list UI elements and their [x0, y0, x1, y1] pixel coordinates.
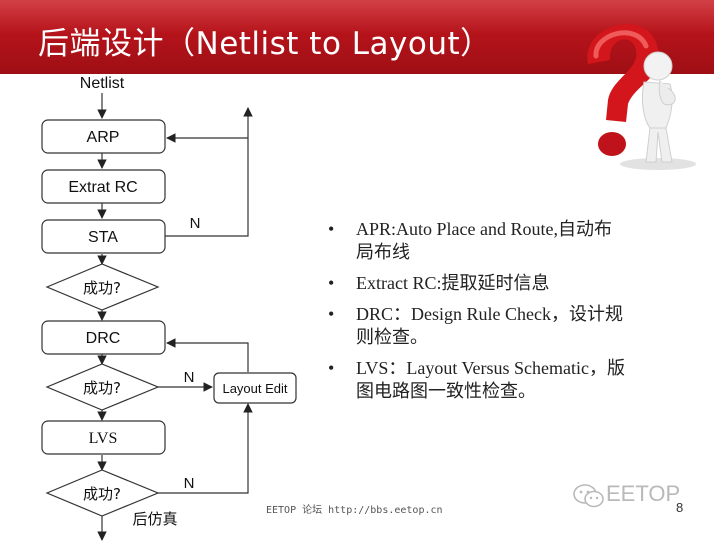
bullet-drc: DRC：Design Rule Check，设计规则检查。: [326, 303, 626, 349]
step-arp-box: [41, 119, 166, 154]
step-sta-label: STA: [88, 229, 118, 246]
decision-3-no-label: N: [184, 475, 195, 492]
title-bar: 后端设计（Netlist to Layout）: [0, 0, 714, 74]
title-bar-shine: [0, 0, 714, 34]
decision-1-diamond: [45, 263, 160, 311]
step-extrat-rc-label: Extrat RC: [68, 179, 137, 196]
output-label: 后仿真: [132, 510, 177, 528]
footer-text: EETOP 论坛 http://bbs.eetop.cn: [266, 505, 443, 516]
step-lvs-box: [41, 420, 166, 455]
decision-2-label: 成功?: [83, 379, 121, 397]
netlist-label: Netlist: [80, 75, 125, 92]
step-arp-label: ARP: [87, 129, 120, 146]
step-drc-label: DRC: [86, 330, 121, 347]
edge-sta-n-loop: [165, 107, 253, 237]
decision-3-diamond: [45, 469, 160, 517]
question-mark-highlight: [593, 30, 649, 59]
bullet-list: APR:Auto Place and Route,自动布局布线 Extract …: [326, 218, 626, 411]
decision-1-label: 成功?: [83, 279, 121, 297]
bullet-lvs: LVS：Layout Versus Schematic，版图电路图一致性检查。: [326, 357, 626, 403]
question-mark-dot: [598, 132, 626, 156]
slide-title: 后端设计（Netlist to Layout）: [38, 26, 492, 62]
thinking-person-question-mark-icon: [587, 24, 696, 170]
edge-layout-edit-loop: [166, 338, 249, 372]
sta-no-label: N: [190, 215, 201, 232]
brand-watermark: EETOP: [606, 481, 681, 506]
wechat-icon: [573, 484, 604, 508]
step-layout-edit-label: Layout Edit: [222, 381, 287, 396]
page-number: 8: [676, 500, 684, 515]
bullet-extract-rc: Extract RC:提取延时信息: [326, 272, 626, 295]
step-layout-edit-box: [213, 372, 297, 404]
mascot-head: [643, 51, 673, 81]
step-extrat-rc-box: [41, 169, 166, 204]
bullet-apr: APR:Auto Place and Route,自动布局布线: [326, 218, 626, 264]
decision-3-label: 成功?: [83, 485, 121, 503]
decision-2-no-label: N: [184, 369, 195, 386]
edge-decision3-n-loop: [158, 403, 253, 494]
step-sta-box: [41, 219, 166, 254]
mascot-legs: [645, 127, 673, 163]
step-lvs-label: LVS: [89, 430, 118, 447]
mascot-arm: [658, 79, 676, 106]
step-drc-box: [41, 320, 166, 355]
mascot-shadow: [620, 158, 696, 170]
decision-2-diamond: [45, 363, 160, 411]
question-mark-shape: [587, 24, 659, 122]
